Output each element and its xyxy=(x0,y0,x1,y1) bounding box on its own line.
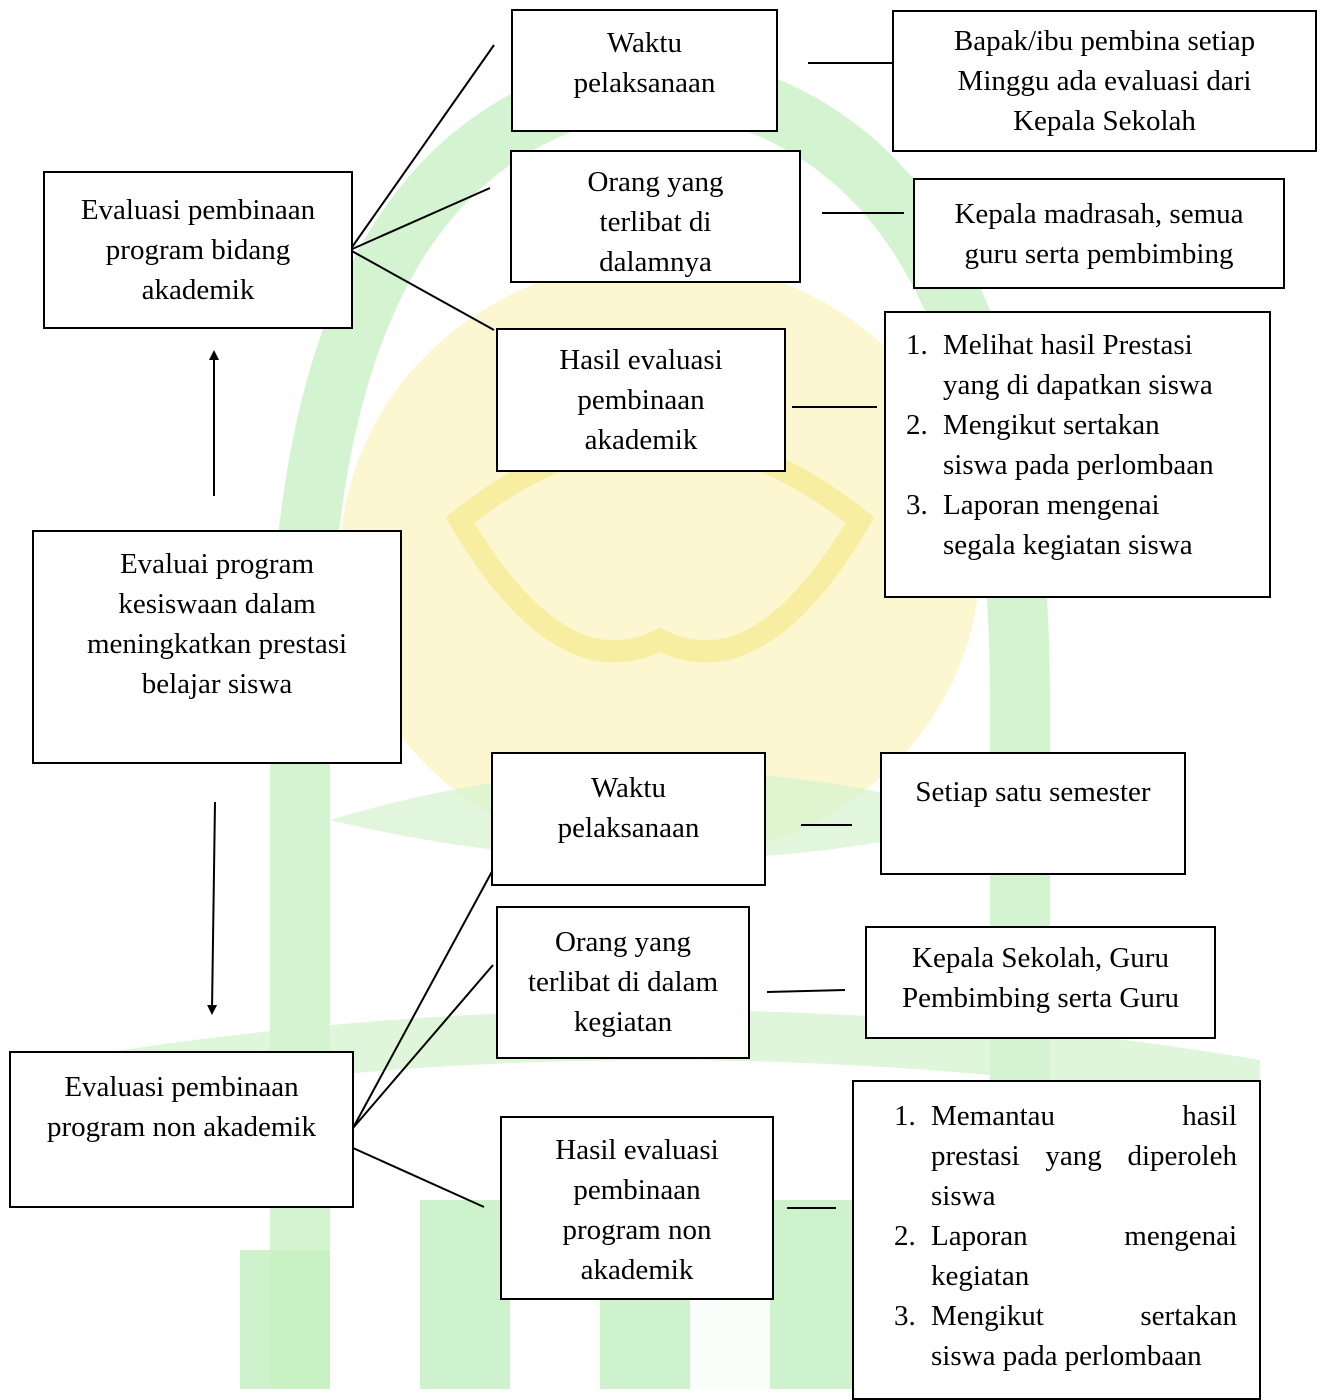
akademik-hasil-box: Hasil evaluasi pembinaan akademik xyxy=(496,328,786,472)
akademik-waktu-detail-line: Bapak/ibu pembina setiap xyxy=(953,25,1256,57)
nonakademik-hasil-list: 1. Memantau hasil prestasi yang diperole… xyxy=(894,1096,1237,1376)
list-item-text: kegiatan xyxy=(931,1260,1030,1292)
list-item-text: siswa pada perlombaan xyxy=(931,1340,1202,1372)
akademik-waktu-detail-line: Minggu ada evaluasi dari xyxy=(957,65,1252,97)
nonakademik-title-line: Evaluasi pembinaan xyxy=(64,1071,299,1103)
list-item-number: 3. xyxy=(894,1300,916,1332)
list-item-text: segala kegiatan siswa xyxy=(943,529,1193,561)
list-item: 1. Melihat hasil Prestasi yang di dapatk… xyxy=(906,325,1261,405)
nonakademik-title-line: program non akademik xyxy=(47,1111,316,1143)
nonakademik-hasil-line: program non xyxy=(562,1214,712,1246)
watermark-letter-u xyxy=(240,1250,330,1389)
root-box: Evaluai program kesiswaan dalam meningka… xyxy=(32,530,402,764)
nonakademik-hasil-line: akademik xyxy=(580,1254,694,1286)
akademik-waktu-detail-line: Kepala Sekolah xyxy=(1013,105,1196,137)
nonakademik-orang-detail-line: Kepala Sekolah, Guru xyxy=(912,942,1169,974)
nonakademik-title-box: Evaluasi pembinaan program non akademik xyxy=(9,1051,354,1208)
nonakademik-waktu-box: Waktu pelaksanaan xyxy=(491,752,766,886)
akademik-orang-detail-box: Kepala madrasah, semua guru serta pembim… xyxy=(913,178,1285,289)
akademik-hasil-list: 1. Melihat hasil Prestasi yang di dapatk… xyxy=(906,325,1261,565)
watermark-letter-i xyxy=(420,1200,510,1389)
list-item: 2. Laporan mengenai kegiatan xyxy=(894,1216,1237,1296)
akademik-hasil-line: Hasil evaluasi xyxy=(559,344,723,376)
list-item-text: Mengikut sertakan xyxy=(931,1300,1237,1332)
root-line: Evaluai program xyxy=(119,548,315,580)
arrow-down-to-nonakademik xyxy=(207,801,218,1015)
list-item-text: Memantau hasil xyxy=(931,1100,1237,1132)
nonakademik-orang-line: terlibat di dalam xyxy=(527,966,719,998)
akademik-orang-detail-line: Kepala madrasah, semua xyxy=(954,197,1244,230)
list-item: 1. Memantau hasil prestasi yang diperole… xyxy=(894,1096,1237,1216)
connector-nonakademik-orang xyxy=(352,964,494,1129)
nonakademik-orang-line: Orang yang xyxy=(554,926,692,958)
list-item-number: 2. xyxy=(906,409,928,441)
root-line: belajar siswa xyxy=(141,668,293,700)
connector-nonakademik-hasil xyxy=(352,1147,485,1208)
akademik-title-box: Evaluasi pembinaan program bidang akadem… xyxy=(43,171,353,329)
list-item-text: Laporan mengenai xyxy=(931,1220,1237,1252)
list-item: 2. Mengikut sertakan siswa pada perlomba… xyxy=(906,405,1261,485)
nonakademik-hasil-box: Hasil evaluasi pembinaan program non aka… xyxy=(500,1116,774,1300)
list-item-text: yang di dapatkan siswa xyxy=(943,369,1213,401)
list-item-number: 1. xyxy=(906,329,928,361)
list-item-text: siswa xyxy=(931,1180,996,1212)
list-item-text: Mengikut sertakan xyxy=(943,409,1160,441)
akademik-orang-line: terlibat di xyxy=(599,206,712,238)
akademik-orang-detail-line: guru serta pembimbing xyxy=(964,237,1234,270)
nonakademik-waktu-line: pelaksanaan xyxy=(557,812,700,844)
nonakademik-hasil-detail-box: 1. Memantau hasil prestasi yang diperole… xyxy=(852,1080,1261,1400)
list-item: 3. Mengikut sertakan siswa pada perlomba… xyxy=(894,1296,1237,1376)
akademik-hasil-detail-box: 1. Melihat hasil Prestasi yang di dapatk… xyxy=(884,311,1271,598)
nonakademik-orang-box: Orang yang terlibat di dalam kegiatan xyxy=(496,906,750,1059)
nonakademik-orang-line: kegiatan xyxy=(573,1006,673,1038)
akademik-hasil-line: pembinaan xyxy=(577,384,705,416)
list-item-text: Laporan mengenai xyxy=(943,489,1160,521)
akademik-title-line: Evaluasi pembinaan xyxy=(80,194,316,226)
akademik-waktu-detail-box: Bapak/ibu pembina setiap Minggu ada eval… xyxy=(892,10,1317,152)
nonakademik-waktu-detail-box: Setiap satu semester xyxy=(880,752,1186,875)
akademik-waktu-line: pelaksanaan xyxy=(573,67,716,99)
list-item: 3. Laporan mengenai segala kegiatan sisw… xyxy=(906,485,1261,565)
list-item-number: 1. xyxy=(894,1100,916,1132)
list-item-number: 2. xyxy=(894,1220,916,1252)
akademik-hasil-line: akademik xyxy=(584,424,698,456)
connector-akademik-orang xyxy=(349,187,491,251)
nonakademik-waktu-line: Waktu xyxy=(591,772,666,804)
akademik-title-line: program bidang xyxy=(105,234,291,266)
nonakademik-hasil-line: pembinaan xyxy=(573,1174,701,1206)
akademik-orang-box: Orang yang terlibat di dalamnya xyxy=(510,150,801,283)
akademik-waktu-box: Waktu pelaksanaan xyxy=(511,9,778,132)
nonakademik-orang-detail-line: Pembimbing serta Guru xyxy=(901,982,1180,1014)
list-item-text: Melihat hasil Prestasi xyxy=(943,329,1193,361)
connector-orang-detail-bottom xyxy=(766,989,846,993)
root-line: kesiswaan dalam xyxy=(118,588,316,620)
connector-akademik-waktu xyxy=(349,44,495,251)
list-item-number: 3. xyxy=(906,489,928,521)
nonakademik-orang-detail-box: Kepala Sekolah, Guru Pembimbing serta Gu… xyxy=(865,926,1216,1039)
connector-nonakademik-waktu xyxy=(352,841,509,1129)
connector-akademik-hasil xyxy=(349,249,495,331)
akademik-title-line: akademik xyxy=(141,274,255,306)
akademik-orang-line: Orang yang xyxy=(587,166,724,198)
list-item-text: siswa pada perlombaan xyxy=(943,449,1214,481)
nonakademik-hasil-line: Hasil evaluasi xyxy=(555,1134,719,1166)
list-item-text: prestasi yang diperoleh xyxy=(931,1140,1237,1172)
akademik-waktu-line: Waktu xyxy=(607,27,682,59)
root-line: meningkatkan prestasi xyxy=(86,628,348,660)
akademik-orang-line: dalamnya xyxy=(599,246,712,278)
nonakademik-waktu-detail-text: Setiap satu semester xyxy=(915,776,1151,808)
